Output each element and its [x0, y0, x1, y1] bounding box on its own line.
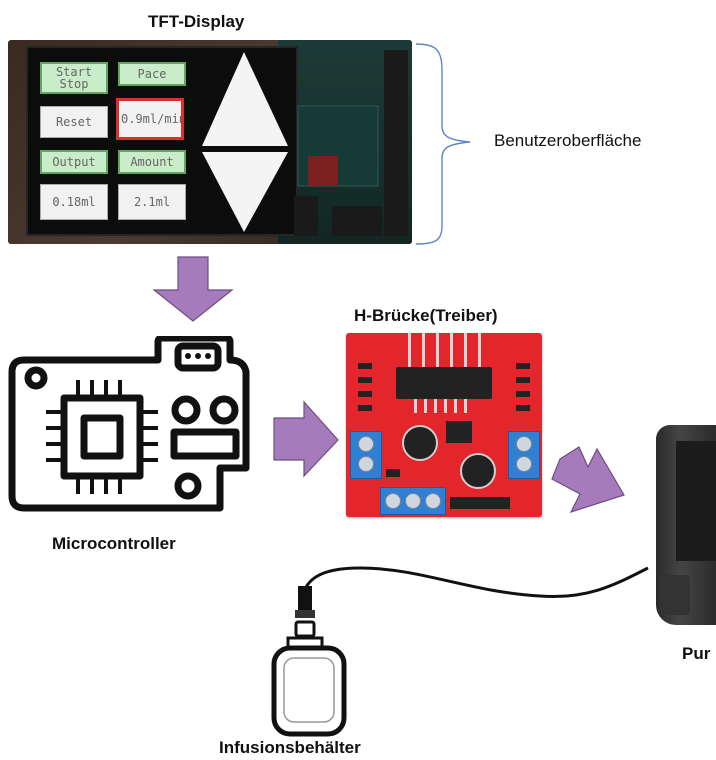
output-value: 0.18ml [40, 184, 108, 220]
infusion-container-label: Infusionsbehälter [219, 738, 361, 757]
shield-headers [294, 50, 408, 236]
user-interface-label: Benutzeroberfläche [494, 131, 642, 150]
h-bridge-board [346, 333, 542, 517]
out4-terminal [508, 431, 540, 479]
curly-brace [415, 43, 471, 245]
capacitor-2 [460, 453, 496, 489]
arrow-down-icon [202, 152, 288, 232]
microcontroller-board-icon [8, 336, 250, 512]
reset-button: Reset [40, 106, 108, 138]
start-stop-button: Start Stop [40, 62, 108, 94]
power-terminal [380, 487, 446, 515]
arrow-right-2 [551, 446, 625, 514]
tft-display-title: TFT-Display [148, 12, 245, 31]
pace-button: Pace [118, 62, 186, 86]
arrow-down [152, 256, 234, 322]
microcontroller-label: Microcontroller [52, 534, 176, 553]
amount-value: 2.1ml [118, 184, 186, 220]
arrow-up-down-icons [202, 52, 288, 232]
arrow-up-icon [202, 52, 288, 146]
output-button: Output [40, 150, 108, 174]
tube [298, 566, 649, 605]
arrow-right-1 [273, 400, 339, 478]
infusion-bag-icon [271, 586, 347, 737]
out1-terminal [350, 431, 382, 479]
pump-detail [660, 441, 716, 615]
pace-value: 0.9ml/min [116, 98, 184, 140]
tft-screen: Start Stop Pace Reset 0.9ml/min Output A… [26, 46, 298, 236]
pump-label: Pur [682, 644, 711, 663]
tft-display-photo: Start Stop Pace Reset 0.9ml/min Output A… [8, 40, 412, 244]
h-bridge-title: H-Brücke(Treiber) [354, 306, 498, 325]
capacitor-1 [402, 425, 438, 461]
amount-button: Amount [118, 150, 186, 174]
heatsink [396, 367, 492, 399]
